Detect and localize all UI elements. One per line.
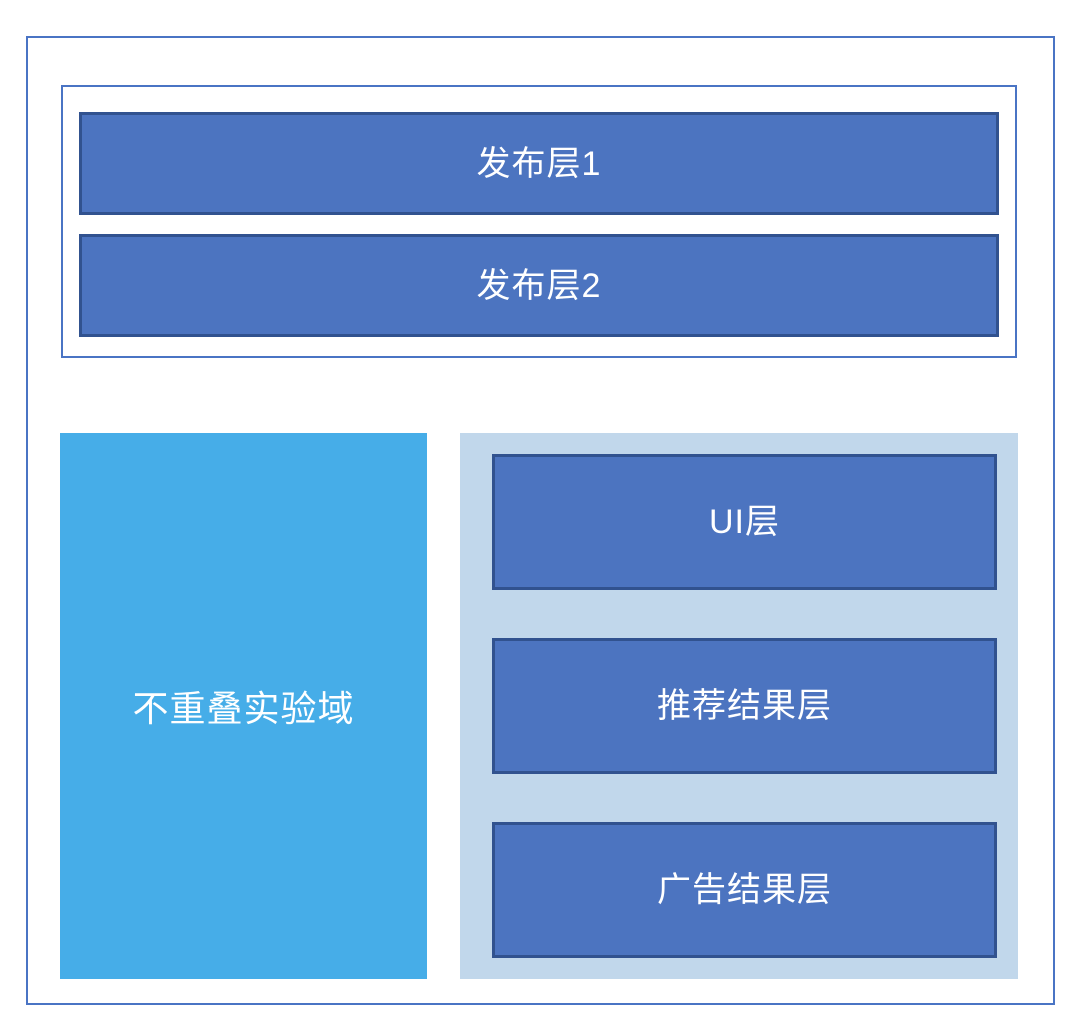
release-layers-group: 发布层1 发布层2: [61, 85, 1017, 358]
recommendation-result-layer-bar: 推荐结果层: [492, 638, 997, 774]
release-layer-1-bar: 发布层1: [79, 112, 999, 215]
overlapping-layers-group: UI层 推荐结果层 广告结果层: [460, 433, 1018, 979]
ad-result-layer-bar: 广告结果层: [492, 822, 997, 958]
ui-layer-bar: UI层: [492, 454, 997, 590]
outer-frame: 发布层1 发布层2 不重叠实验域 UI层 推荐结果层 广告结果层: [26, 36, 1055, 1005]
non-overlapping-domain-box: 不重叠实验域: [60, 433, 427, 979]
release-layer-2-bar: 发布层2: [79, 234, 999, 337]
